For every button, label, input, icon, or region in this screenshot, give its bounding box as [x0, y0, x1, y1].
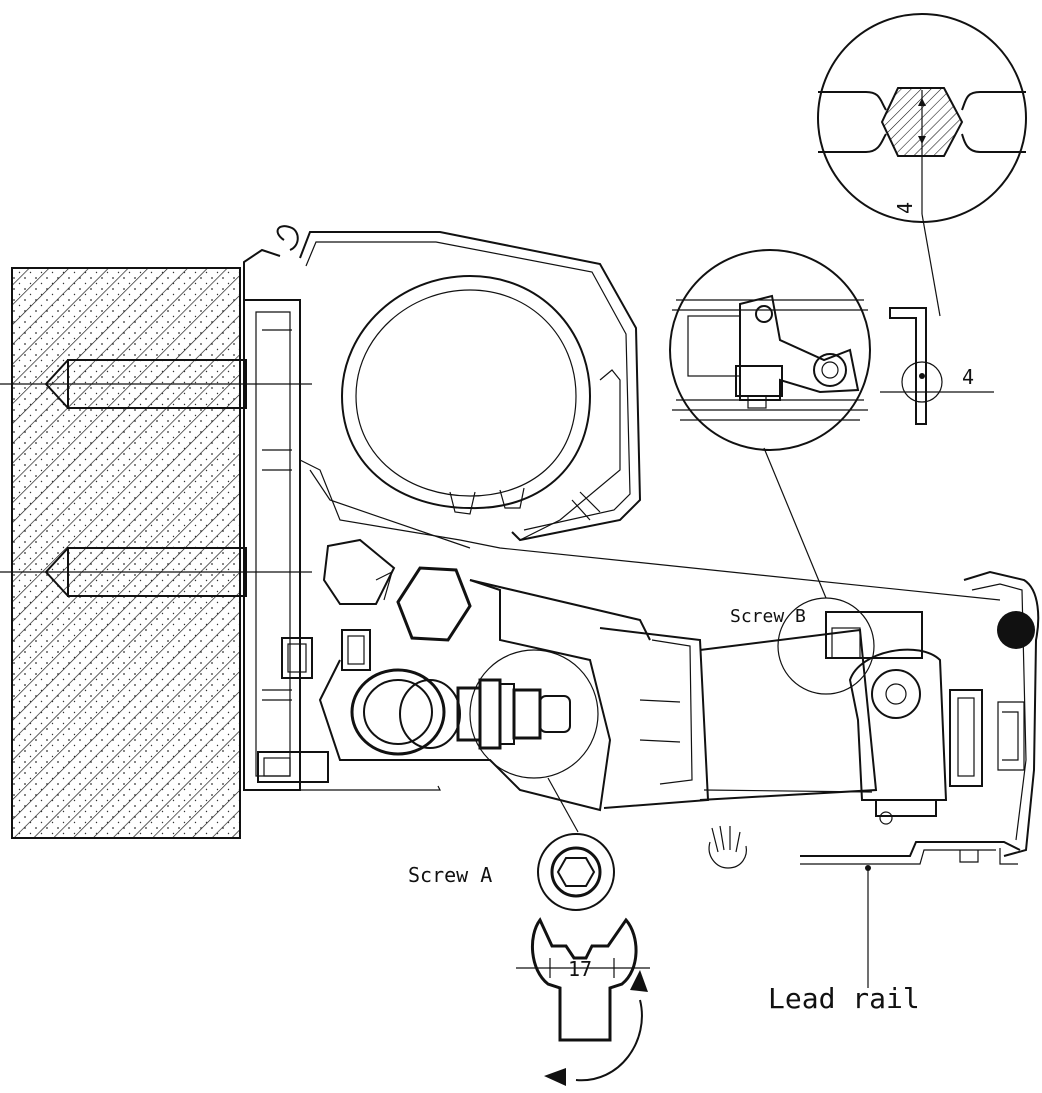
wall-block: [11, 267, 241, 839]
folding-arm: [599, 627, 878, 809]
wall-anchor-upper: [0, 359, 312, 409]
screw-a-label: Screw A: [408, 863, 492, 887]
screw-a-assembly: [456, 649, 599, 833]
lead-rail: [258, 785, 1021, 865]
roller-tube: [340, 274, 592, 515]
tension-spring: [341, 629, 461, 756]
screw-a-nut-detail: [537, 833, 615, 911]
screw-b-leader: [763, 447, 827, 599]
hex-key-detail-circle: [817, 13, 1027, 317]
cassette-clip: [519, 369, 621, 541]
wrench-size-label: 17: [568, 957, 592, 981]
pivot-block: [322, 538, 396, 605]
hex-key-icon: [880, 307, 994, 425]
cassette-housing: [276, 225, 1001, 601]
wall-anchor-lower: [0, 547, 312, 597]
wrench-17-icon: [516, 917, 650, 1086]
screw-a-callout-circle: [469, 649, 599, 779]
screw-b-label: Screw B: [730, 606, 806, 627]
detail-dimension-label: 4: [893, 202, 917, 214]
hex-key-size-label: 4: [962, 365, 974, 389]
lead-rail-label: Lead rail: [768, 982, 920, 1015]
front-profile: [963, 570, 1040, 857]
screw-b-detail-circle: [669, 249, 871, 451]
elbow-joint: [825, 611, 983, 825]
wall-bracket: [243, 248, 329, 791]
hand-icon: [708, 825, 747, 869]
hex-nut: [396, 566, 472, 642]
